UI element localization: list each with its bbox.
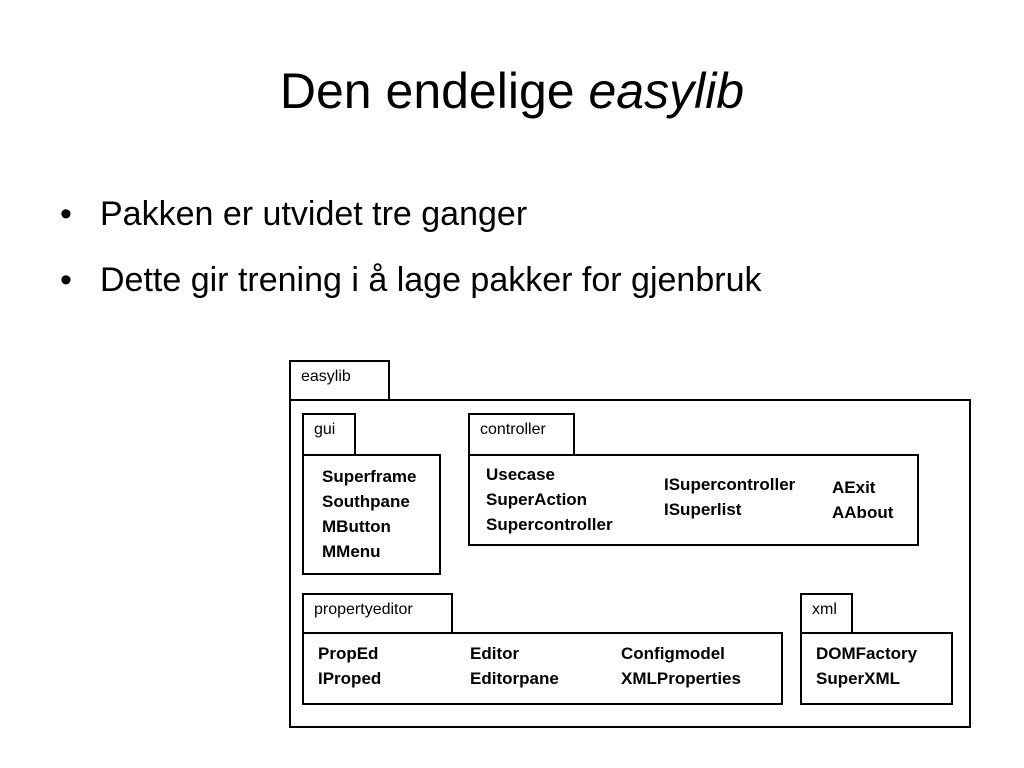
class-name: ISupercontroller — [664, 475, 796, 494]
class-name: Supercontroller — [486, 515, 613, 534]
controller-class-list-1: Usecase SuperAction Supercontroller — [486, 462, 613, 537]
class-name: SuperAction — [486, 490, 588, 509]
class-name: MButton — [322, 517, 391, 536]
bullet-item: • Pakken er utvidet tre ganger — [60, 192, 761, 258]
title-italic: easylib — [588, 63, 745, 119]
propertyeditor-package-body — [302, 632, 783, 705]
easylib-package-name: easylib — [301, 368, 351, 385]
propertyeditor-class-list-3: Configmodel XMLProperties — [621, 641, 741, 691]
class-name: PropEd — [318, 644, 379, 663]
bullet-item: • Dette gir trening i å lage pakker for g… — [60, 258, 761, 324]
class-name: SuperXML — [816, 669, 901, 688]
class-name: XMLProperties — [621, 669, 741, 688]
class-name: AAbout — [832, 503, 894, 522]
gui-package-name: gui — [314, 421, 336, 438]
gui-package-tab: gui — [302, 413, 356, 456]
class-name: AExit — [832, 478, 876, 497]
xml-package-name: xml — [812, 601, 837, 618]
title-plain: Den endelige — [279, 63, 589, 119]
class-name: DOMFactory — [816, 644, 918, 663]
class-name: ISuperlist — [664, 500, 742, 519]
class-name: Usecase — [486, 465, 556, 484]
gui-package-body — [302, 454, 441, 575]
xml-package-tab: xml — [800, 593, 853, 635]
class-name: Editor — [470, 644, 520, 663]
propertyeditor-package-tab: propertyeditor — [302, 593, 453, 635]
propertyeditor-package-name: propertyeditor — [314, 601, 413, 618]
xml-class-list: DOMFactory SuperXML — [816, 641, 917, 691]
controller-package-body — [468, 454, 919, 546]
controller-package-tab: controller — [468, 413, 575, 456]
propertyeditor-class-list-1: PropEd IProped — [318, 641, 381, 691]
propertyeditor-class-list-2: Editor Editorpane — [470, 641, 559, 691]
bullet-dot: • — [60, 261, 72, 299]
bullet-text: Pakken er utvidet tre ganger — [100, 195, 528, 233]
class-name: Superframe — [322, 467, 417, 486]
class-name: Southpane — [322, 492, 410, 511]
slide-title: Den endelige easylib — [0, 62, 1024, 120]
gui-class-list: Superframe Southpane MButton MMenu — [322, 464, 416, 564]
xml-package-body — [800, 632, 953, 705]
bullet-list: • Pakken er utvidet tre ganger • Dette gir… — [60, 192, 761, 324]
class-name: Configmodel — [621, 644, 725, 663]
controller-class-list-2: ISupercontroller ISuperlist — [664, 472, 795, 522]
class-name: Editorpane — [470, 669, 559, 688]
controller-class-list-3: AExit AAbout — [832, 475, 893, 525]
bullet-dot: • — [60, 195, 72, 233]
controller-package-name: controller — [480, 421, 546, 438]
bullet-text: Dette gir trening i å lage pakker for gj… — [100, 261, 762, 299]
easylib-package-tab: easylib — [289, 360, 390, 402]
class-name: MMenu — [322, 542, 381, 561]
class-name: IProped — [318, 669, 382, 688]
